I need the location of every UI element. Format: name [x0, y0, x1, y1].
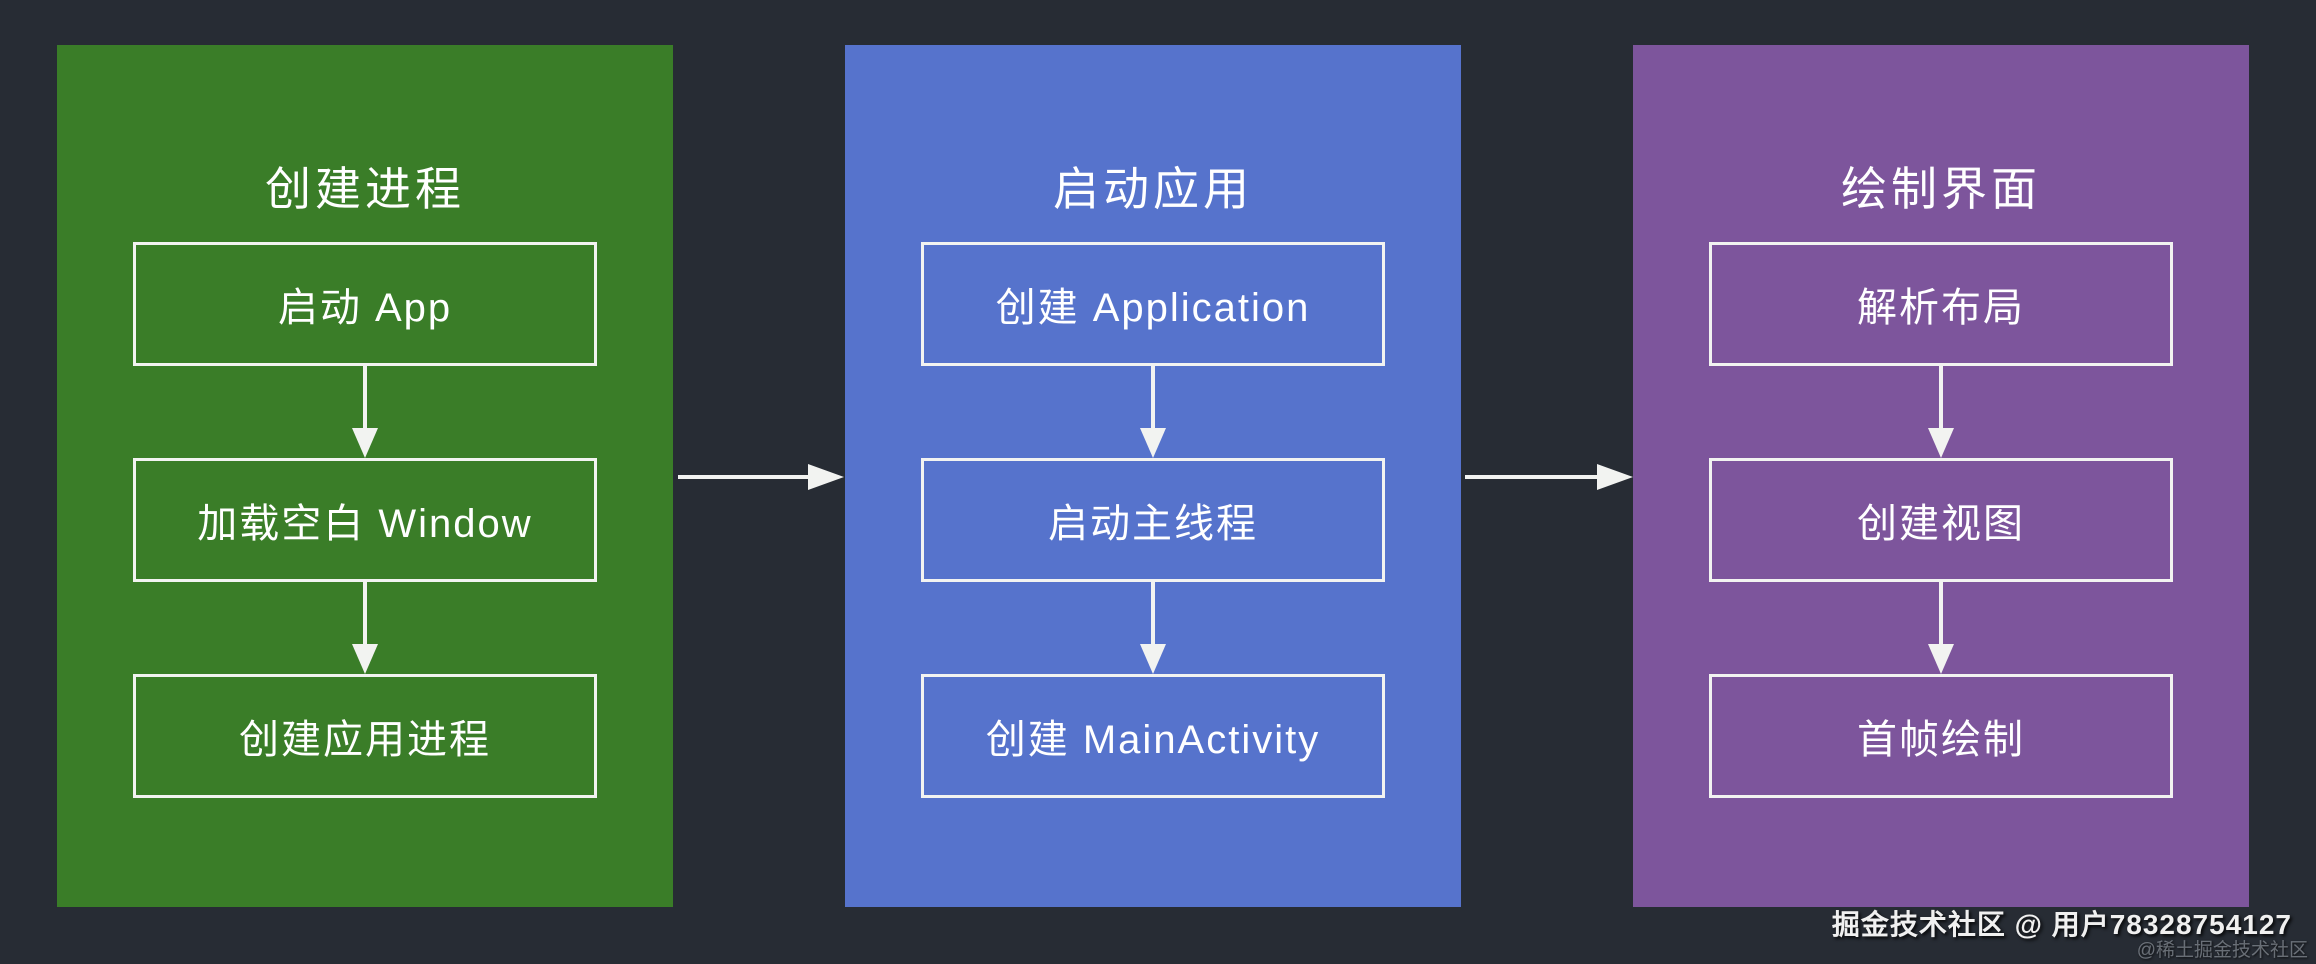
panel-create-process: 创建进程 启动 App 加载空白 Window 创建应用进程 [57, 45, 673, 907]
watermark-community-user: 掘金技术社区 @ 用户78328754127 [1831, 909, 2292, 940]
arrow-head [1140, 644, 1166, 674]
arrow-head [352, 644, 378, 674]
right-arrow-icon [678, 464, 844, 490]
arrow-shaft [1939, 582, 1943, 644]
flow-step-parse-layout: 解析布局 [1709, 242, 2173, 366]
flow-step-create-mainactivity: 创建 MainActivity [921, 674, 1385, 798]
down-arrow-icon [1927, 366, 1955, 458]
panel-title-launch-application: 启动应用 [1053, 163, 1253, 215]
flow-step-start-main-thread: 启动主线程 [921, 458, 1385, 582]
watermark-community: @稀土掘金技术社区 [2136, 940, 2308, 961]
arrow-shaft [678, 475, 808, 479]
down-arrow-icon [1927, 582, 1955, 674]
flow-step-create-views: 创建视图 [1709, 458, 2173, 582]
panel-draw-interface: 绘制界面 解析布局 创建视图 首帧绘制 [1633, 45, 2249, 907]
down-arrow-icon [351, 582, 379, 674]
panel-title-create-process: 创建进程 [265, 163, 465, 215]
arrow-shaft [1939, 366, 1943, 428]
arrow-shaft [363, 366, 367, 428]
down-arrow-icon [351, 366, 379, 458]
arrow-head [808, 464, 844, 490]
arrow-shaft [1151, 582, 1155, 644]
down-arrow-icon [1139, 582, 1167, 674]
flow-step-create-application: 创建 Application [921, 242, 1385, 366]
arrow-head [1928, 428, 1954, 458]
flow-step-load-blank-window: 加载空白 Window [133, 458, 597, 582]
flow-step-first-frame-draw: 首帧绘制 [1709, 674, 2173, 798]
arrow-shaft [363, 582, 367, 644]
flow-step-create-app-process: 创建应用进程 [133, 674, 597, 798]
arrow-head [1928, 644, 1954, 674]
arrow-shaft [1151, 366, 1155, 428]
arrow-head [1597, 464, 1633, 490]
right-arrow-icon [1465, 464, 1633, 490]
panel-title-draw-interface: 绘制界面 [1841, 163, 2041, 215]
panel-launch-application: 启动应用 创建 Application 启动主线程 创建 MainActivit… [845, 45, 1461, 907]
arrow-shaft [1465, 475, 1597, 479]
down-arrow-icon [1139, 366, 1167, 458]
flow-step-launch-app: 启动 App [133, 242, 597, 366]
arrow-head [352, 428, 378, 458]
arrow-head [1140, 428, 1166, 458]
